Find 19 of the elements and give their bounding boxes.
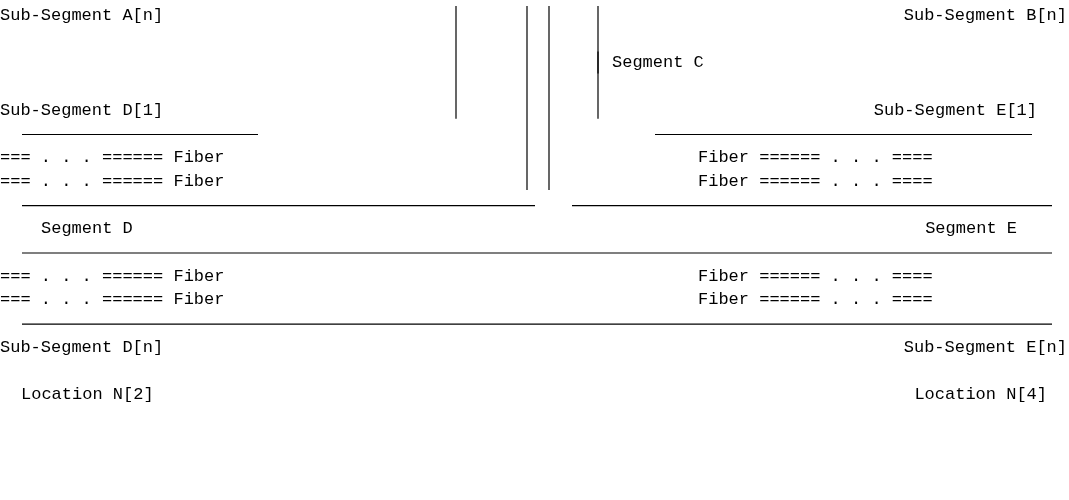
fiber-label: Fiber ====== . . . ==== [698, 290, 933, 311]
location-label: Location N[2] [21, 385, 154, 406]
segment-label: Sub-Segment E[n] [903, 337, 1067, 358]
fiber-label: === . . . ====== Fiber [0, 266, 225, 287]
fiber-label: Fiber ====== . . . ==== [698, 171, 933, 192]
fiber-label: === . . . ====== Fiber [0, 171, 225, 192]
fiber-label: Fiber ====== . . . ==== [698, 266, 933, 287]
fiber-label: === . . . ====== Fiber [0, 290, 225, 311]
segment-label: Segment E [925, 219, 1017, 240]
segment-label: Segment D [41, 219, 133, 240]
segment-label: Sub-Segment A[n] [0, 6, 164, 26]
segment-label: Segment C [612, 53, 704, 74]
segment-label: Sub-Segment D[n] [0, 337, 164, 358]
segment-label: Sub-Segment E[1] [873, 100, 1037, 121]
fiber-label: === . . . ====== Fiber [0, 148, 225, 169]
segment-label: Sub-Segment B[n] [903, 6, 1067, 26]
location-label: Location N[4] [914, 385, 1047, 406]
fiber-label: Fiber ====== . . . ==== [698, 148, 933, 169]
segment-label: Sub-Segment D[1] [0, 100, 164, 121]
